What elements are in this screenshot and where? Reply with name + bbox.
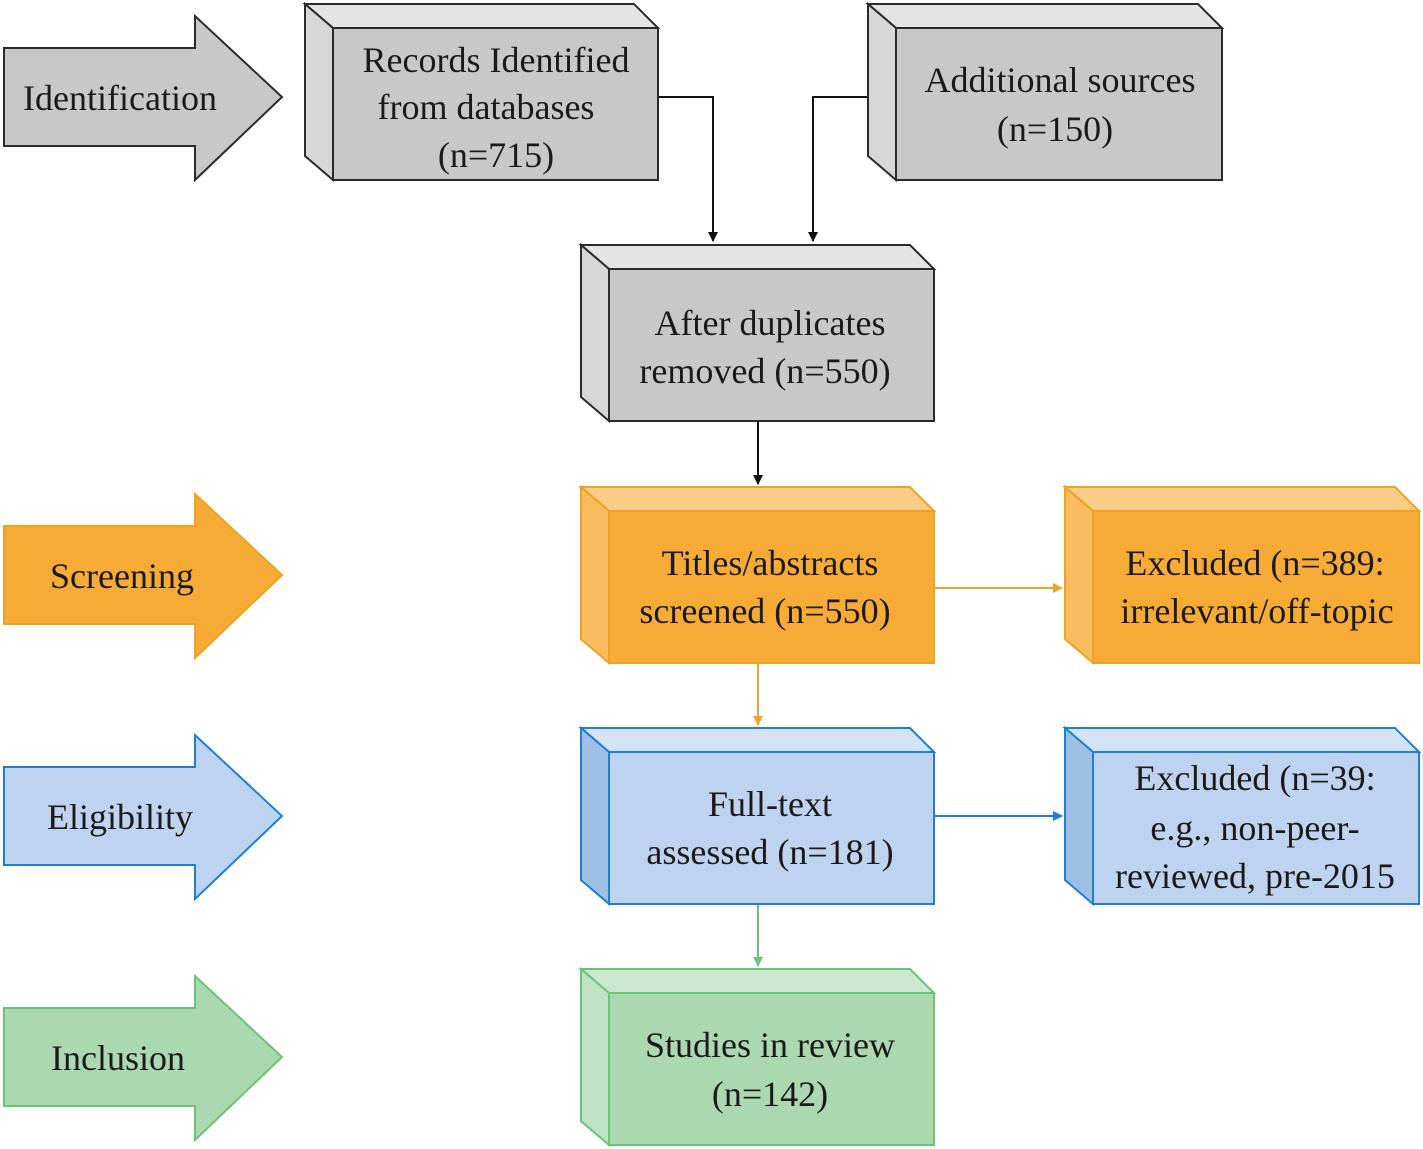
box-line: Full-text xyxy=(708,784,832,824)
box-records-identified: Records Identified from databases (n=715… xyxy=(302,1,661,183)
box-excluded-screening: Excluded (n=389: irrelevant/off-topic xyxy=(1062,484,1422,666)
box-side-face xyxy=(867,1,897,183)
box-top-face xyxy=(578,727,937,753)
box-after-duplicates: After duplicates removed (n=550) xyxy=(578,242,937,424)
box-top-face xyxy=(578,244,937,270)
box-side-face xyxy=(304,1,334,183)
phase-label: Identification xyxy=(23,78,217,118)
phase-arrow-eligibility: Eligibility xyxy=(3,732,284,902)
box-line: Excluded (n=39: xyxy=(1134,758,1375,798)
box-line: e.g., non-peer- xyxy=(1150,808,1359,848)
box-line: (n=142) xyxy=(712,1074,828,1114)
box-full-text-assessed: Full-text assessed (n=181) xyxy=(578,725,937,907)
box-side-face xyxy=(580,966,610,1148)
box-top-face xyxy=(578,486,937,512)
box-top-face xyxy=(302,3,661,29)
phase-label: Screening xyxy=(50,556,194,596)
box-side-face xyxy=(580,484,610,666)
box-line: Titles/abstracts xyxy=(662,543,879,583)
box-line: Records Identified xyxy=(363,40,630,80)
box-line: Additional sources xyxy=(925,60,1196,100)
box-top-face xyxy=(865,3,1225,29)
box-line: screened (n=550) xyxy=(639,591,890,631)
box-front-face xyxy=(608,510,935,664)
phase-arrow-screening: Screening xyxy=(3,491,284,661)
phase-label: Eligibility xyxy=(47,797,193,837)
box-line: After duplicates xyxy=(655,303,886,343)
box-titles-screened: Titles/abstracts screened (n=550) xyxy=(578,484,937,666)
box-line: Studies in review xyxy=(645,1025,895,1065)
box-front-face xyxy=(895,27,1223,181)
box-front-face xyxy=(332,27,659,181)
box-line: assessed (n=181) xyxy=(646,832,893,872)
box-side-face xyxy=(580,242,610,424)
box-line: irrelevant/off-topic xyxy=(1120,591,1393,631)
box-line: reviewed, pre-2015 xyxy=(1115,856,1395,896)
phase-arrow-inclusion: Inclusion xyxy=(3,973,284,1143)
box-front-face xyxy=(1092,510,1420,664)
box-front-face xyxy=(608,751,935,905)
box-side-face xyxy=(1064,484,1094,666)
phase-label: Inclusion xyxy=(51,1038,185,1078)
connector-additional-to-duplicates xyxy=(808,96,868,242)
box-side-face xyxy=(580,725,610,907)
box-studies-in-review: Studies in review (n=142) xyxy=(578,966,937,1148)
phase-arrow-identification: Identification xyxy=(3,13,284,183)
connector-records-to-duplicates xyxy=(658,96,718,242)
box-line: (n=150) xyxy=(997,109,1113,149)
box-side-face xyxy=(1064,725,1094,907)
box-excluded-eligibility: Excluded (n=39: e.g., non-peer- reviewed… xyxy=(1062,725,1422,907)
box-front-face xyxy=(608,268,935,422)
box-front-face xyxy=(608,992,935,1146)
box-top-face xyxy=(578,968,937,994)
box-additional-sources: Additional sources (n=150) xyxy=(865,1,1225,183)
box-line: removed (n=550) xyxy=(639,351,890,391)
box-front-face xyxy=(1092,751,1420,905)
box-line: from databases xyxy=(378,87,595,127)
box-top-face xyxy=(1062,727,1422,753)
box-top-face xyxy=(1062,486,1422,512)
box-line: Excluded (n=389: xyxy=(1125,543,1384,583)
box-line: (n=715) xyxy=(438,135,554,175)
connectors xyxy=(658,96,1063,967)
